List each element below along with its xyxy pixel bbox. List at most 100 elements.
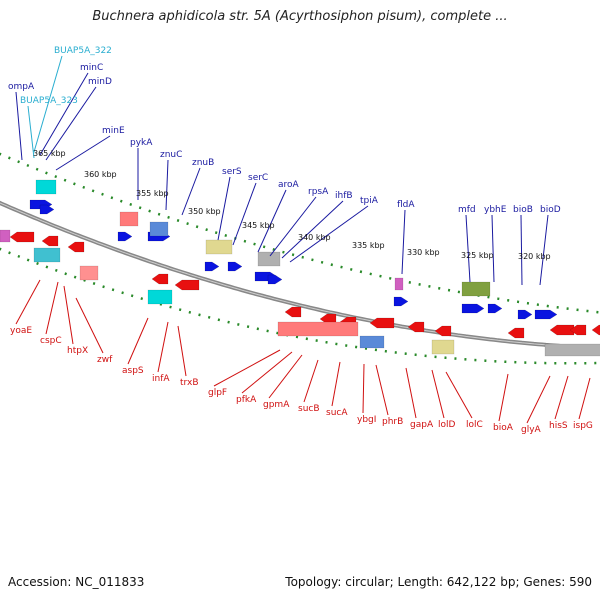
- gene-label: ybhE: [484, 205, 507, 215]
- gene-label: glpF: [208, 388, 227, 398]
- leader-line: [578, 377, 591, 420]
- leader-line: [554, 375, 569, 420]
- leader-line: [55, 135, 111, 171]
- feature-block: [33, 247, 61, 263]
- leader-line: [375, 364, 389, 416]
- gene-label: zwf: [97, 355, 113, 365]
- gene-label: lolC: [466, 420, 483, 430]
- leader-line: [268, 354, 303, 399]
- leader-line: [15, 279, 41, 325]
- feature-block: [359, 335, 385, 349]
- kbp-tick-label: 345 kbp: [242, 221, 275, 230]
- kbp-tick-label: 350 kbp: [188, 207, 221, 216]
- feature-block: [394, 277, 404, 291]
- gene-label: pykA: [130, 138, 153, 148]
- reverse-gene-arrow: [284, 306, 302, 318]
- gene-label: cspC: [40, 336, 62, 346]
- kbp-tick-label: 355 kbp: [136, 189, 169, 198]
- inner-tick-ring: [0, 247, 600, 365]
- gene-label: htpX: [67, 346, 88, 356]
- leader-line: [257, 189, 287, 253]
- gene-label: znuC: [160, 150, 182, 160]
- gene-labels: ompABUAP5A_322minCminDBUAP5A_323minEpykA…: [8, 46, 593, 435]
- gene-label: ispG: [573, 421, 593, 431]
- label-leaders: [15, 55, 591, 424]
- leader-line: [526, 375, 551, 424]
- feature-block: [119, 211, 139, 227]
- leader-line: [405, 367, 417, 419]
- forward-gene-arrow: [227, 261, 243, 272]
- kbp-tick-label: 340 kbp: [298, 233, 331, 242]
- gene-label: phrB: [382, 417, 403, 427]
- leader-line: [445, 371, 473, 419]
- gene-label: pfkA: [236, 395, 257, 405]
- reverse-gene-arrow: [591, 324, 600, 336]
- forward-gene-arrow: [534, 309, 558, 320]
- forward-gene-arrow: [393, 296, 409, 307]
- feature-tracks: [0, 179, 600, 357]
- reverse-gene-arrow: [67, 241, 85, 253]
- leader-line: [213, 349, 281, 387]
- feature-block: [147, 289, 173, 305]
- gene-label: yoaE: [10, 326, 32, 336]
- feature-block: [461, 281, 491, 297]
- leader-line: [27, 105, 35, 159]
- gene-label: fldA: [397, 200, 415, 210]
- feature-block: [544, 343, 600, 357]
- leader-line: [331, 361, 341, 407]
- gene-label: hisS: [549, 421, 568, 431]
- feature-block: [35, 179, 57, 195]
- reverse-gene-arrow: [369, 317, 395, 329]
- kbp-tick-label: 320 kbp: [518, 252, 551, 261]
- feature-block: [205, 239, 233, 255]
- reverse-gene-arrow: [569, 324, 587, 336]
- gene-label: sucB: [298, 404, 320, 414]
- reverse-gene-arrow: [407, 321, 425, 333]
- kbp-tick-label: 335 kbp: [352, 241, 385, 250]
- forward-gene-arrow: [267, 274, 283, 285]
- reverse-gene-arrow: [434, 325, 452, 337]
- reverse-gene-arrow: [174, 279, 200, 291]
- gene-label: minC: [80, 63, 103, 73]
- leader-line: [498, 373, 509, 422]
- leader-line: [39, 72, 89, 156]
- kbp-tick-label: 365 kbp: [33, 149, 66, 158]
- gene-label: aroA: [278, 180, 300, 190]
- leader-line: [269, 196, 317, 257]
- gene-label: sucA: [326, 408, 348, 418]
- backbone: [0, 200, 600, 351]
- leader-line: [401, 209, 406, 275]
- outer-tick-ring: [0, 152, 600, 314]
- tick-rings: [0, 152, 600, 365]
- forward-gene-arrow: [517, 309, 533, 320]
- gene-label: minE: [102, 126, 125, 136]
- gene-label: serS: [222, 167, 242, 177]
- gene-label: bioB: [513, 205, 533, 215]
- gene-label: aspS: [122, 366, 144, 376]
- kbp-tick-label: 325 kbp: [461, 251, 494, 260]
- gene-label: trxB: [180, 378, 199, 388]
- leader-line: [165, 159, 169, 211]
- reverse-gene-arrow: [9, 231, 35, 243]
- forward-gene-arrow: [487, 303, 503, 314]
- gene-label: ihfB: [335, 191, 353, 201]
- leader-line: [181, 167, 201, 216]
- leader-line: [241, 351, 293, 394]
- gene-label: BUAP5A_323: [20, 96, 78, 106]
- leader-line: [289, 205, 369, 263]
- leader-line: [45, 86, 97, 161]
- leader-line: [539, 214, 549, 286]
- reverse-gene-arrow: [549, 324, 575, 336]
- gene-label: gpmA: [263, 400, 290, 410]
- leader-line: [465, 214, 471, 283]
- leader-line: [63, 285, 74, 345]
- leader-line: [431, 369, 445, 419]
- leader-line: [217, 176, 231, 241]
- gene-label: lolD: [438, 420, 456, 430]
- feature-block: [79, 265, 99, 281]
- forward-gene-arrow: [39, 204, 55, 215]
- leader-line: [520, 214, 523, 286]
- gene-label: bioA: [493, 423, 514, 433]
